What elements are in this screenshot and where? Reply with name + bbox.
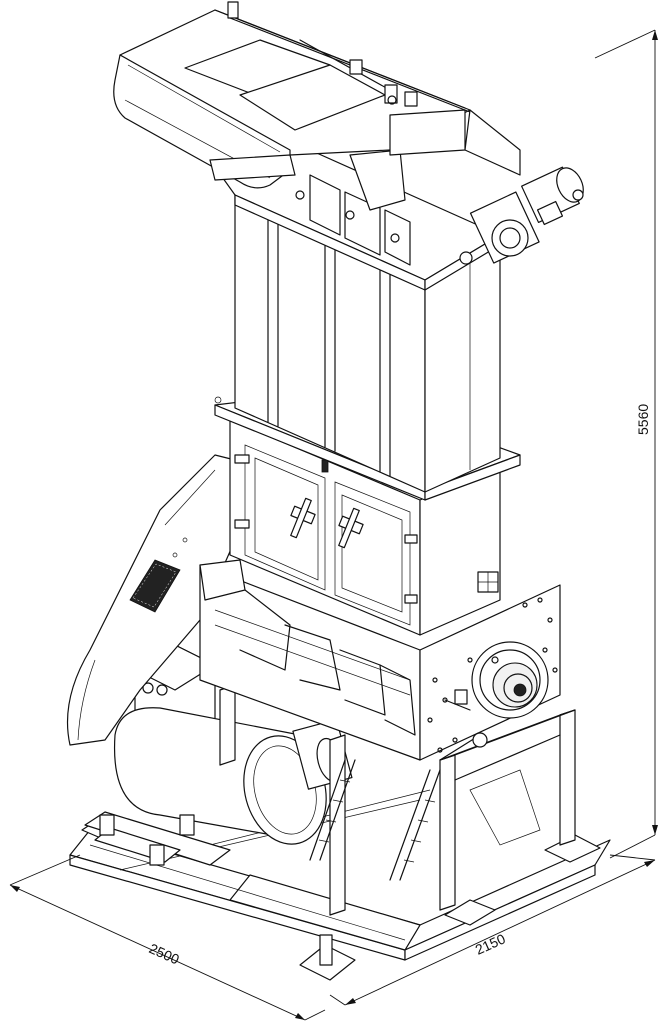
cutting-chamber [199,559,561,761]
height-dimension-label: 5560 [635,404,651,435]
width-dimension-label: 2500 [147,940,182,967]
depth-dimension-line [344,859,656,1006]
gear-motor [459,166,584,265]
hopper-top-box [209,149,501,291]
width-dimension-line [9,884,306,1021]
depth-dimension-label: 2150 [473,930,508,957]
side-plate-bolts [427,597,558,753]
feed-tray [113,1,521,189]
support-legs [219,684,576,916]
